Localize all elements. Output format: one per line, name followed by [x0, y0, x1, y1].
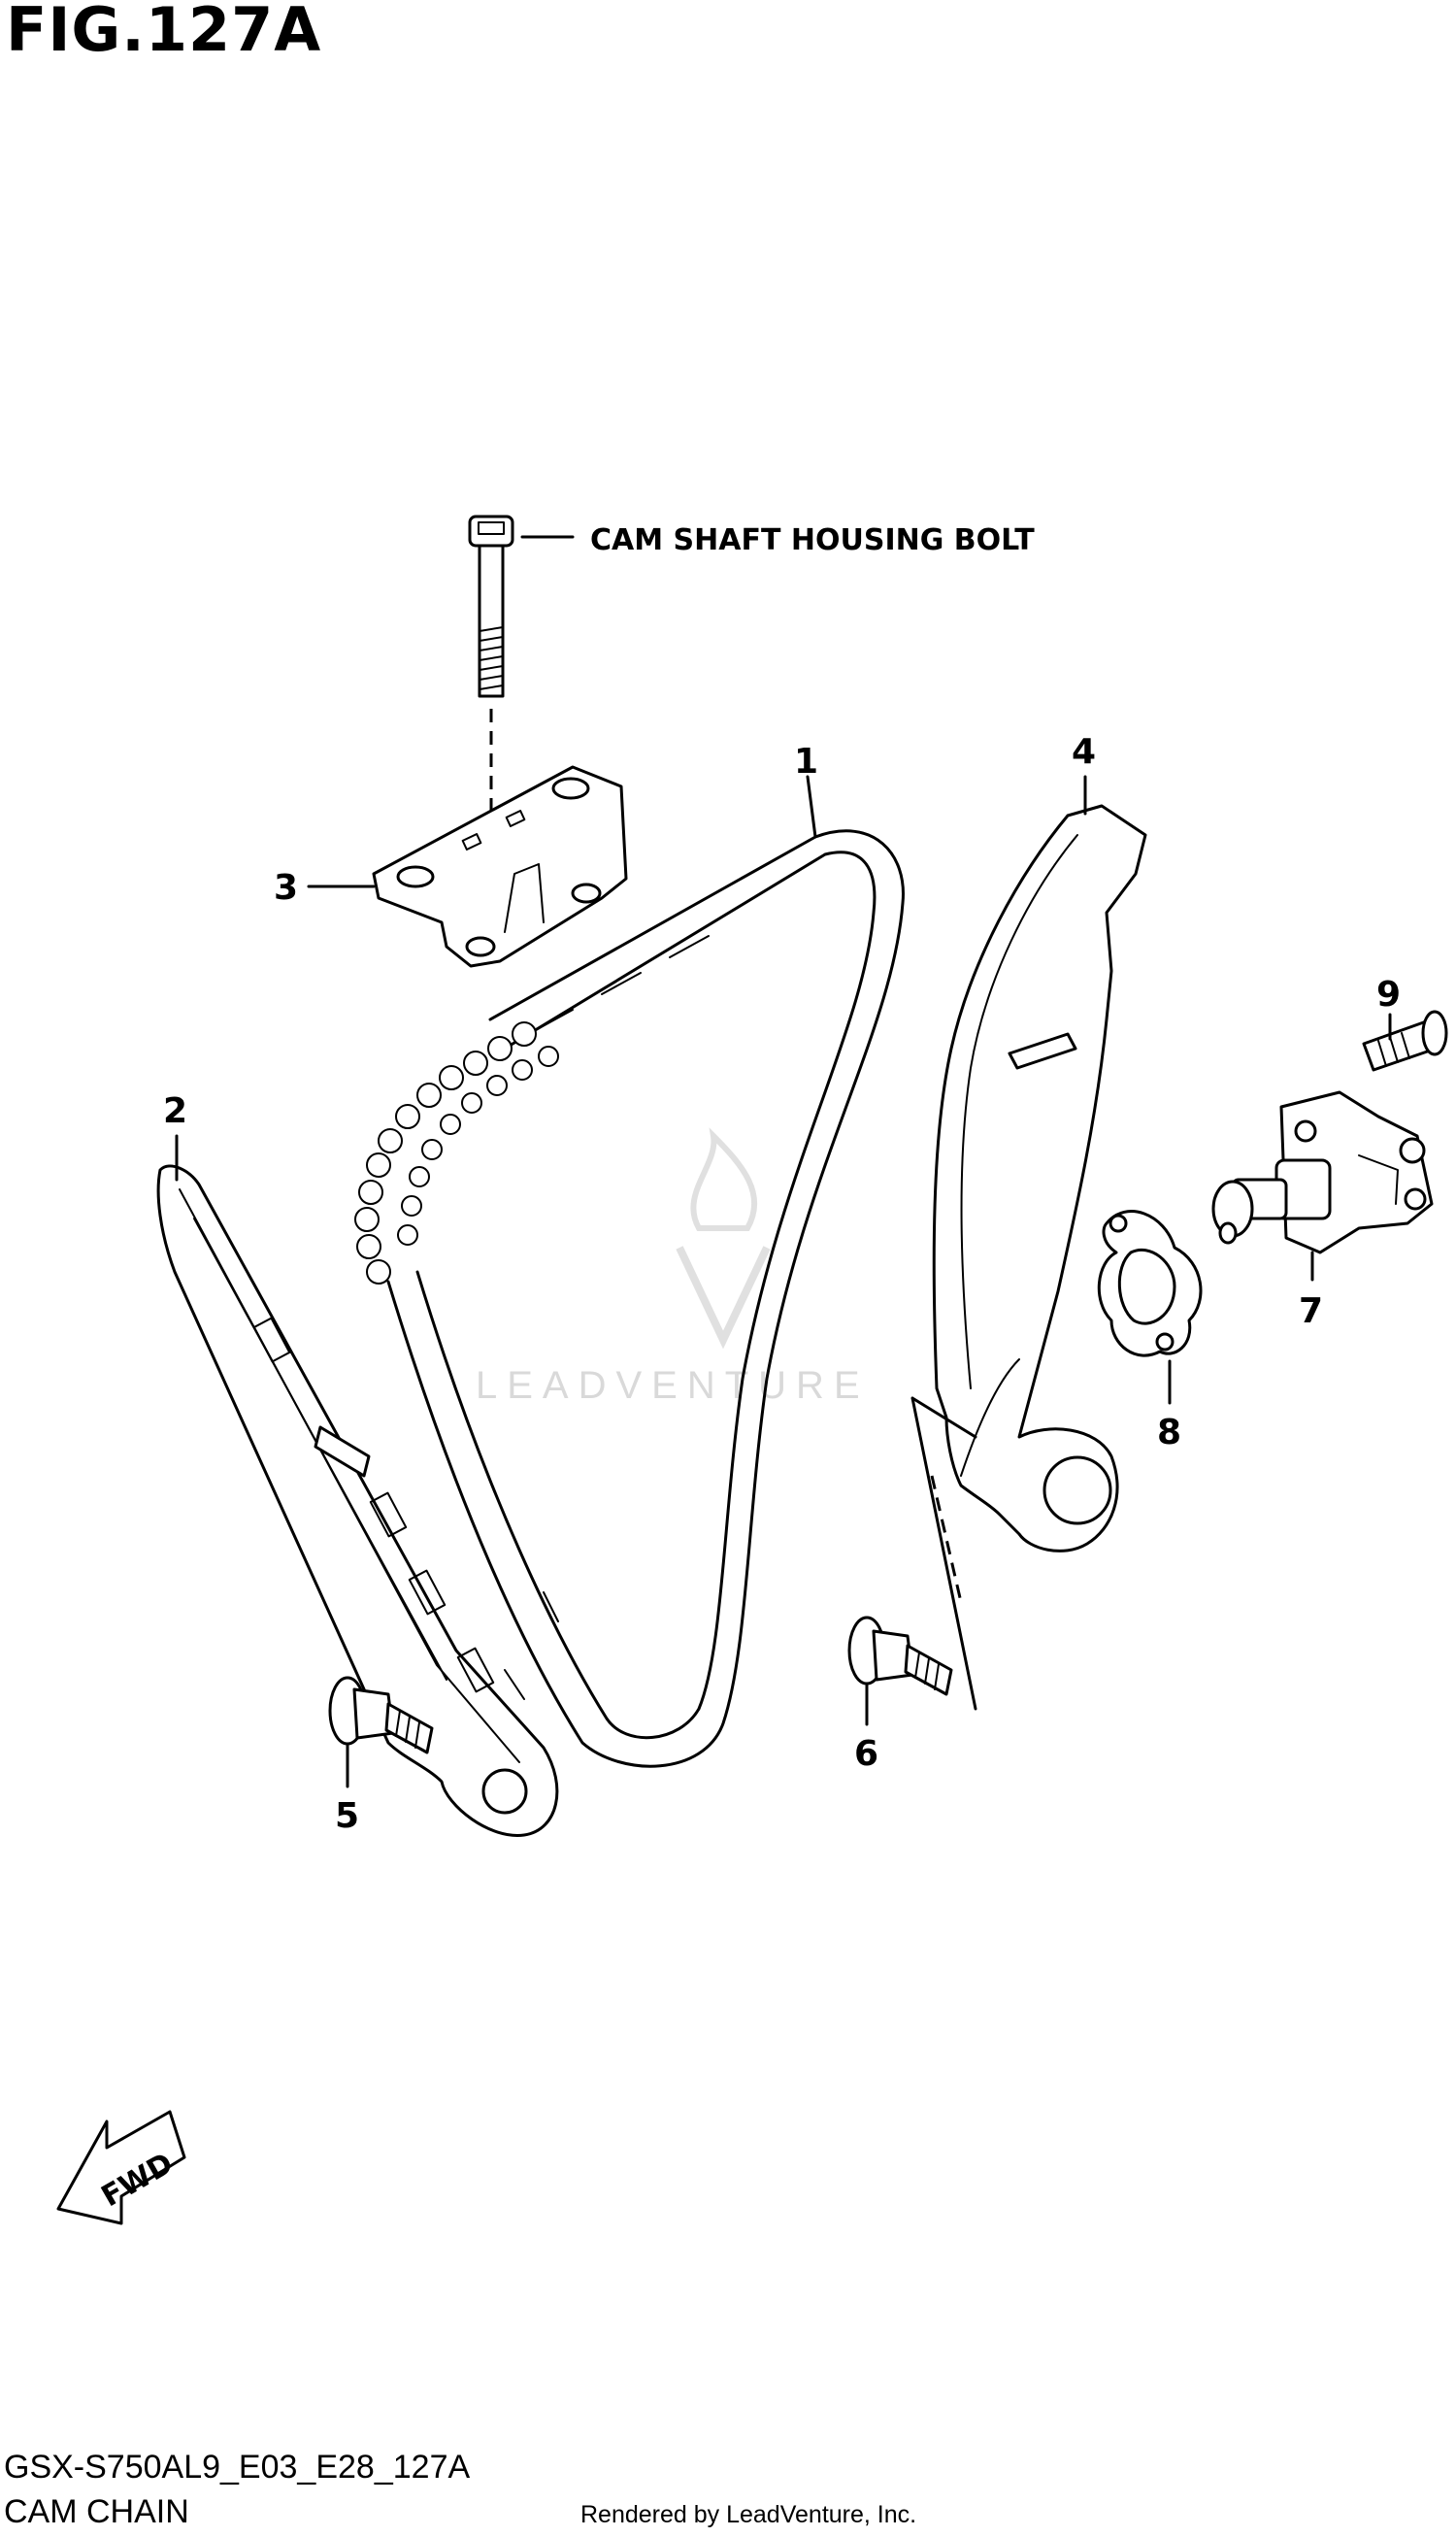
leadventure-watermark: LEADVENTURE	[476, 1127, 870, 1407]
guide-bolt-6[interactable]	[847, 1616, 953, 1696]
tensioner-adjuster-7[interactable]	[1211, 1090, 1434, 1254]
watermark-text: LEADVENTURE	[476, 1364, 870, 1407]
callout-3: 3	[274, 868, 298, 908]
chain-tensioner-guide[interactable]	[932, 804, 1147, 1552]
diagram-name: CAM CHAIN	[4, 2493, 189, 2530]
callout-8: 8	[1157, 1413, 1181, 1452]
cam-shaft-bolt-label: CAM SHAFT HOUSING BOLT	[590, 523, 1035, 557]
callout-5: 5	[335, 1796, 359, 1836]
tensioner-gasket-8[interactable]	[1097, 1210, 1203, 1357]
callout-9: 9	[1376, 975, 1401, 1015]
figure-title: FIG.127A	[6, 0, 322, 65]
tensioner-bolt-9[interactable]	[1362, 1010, 1448, 1072]
callout-2: 2	[163, 1091, 187, 1131]
rear-chain-guide[interactable]	[156, 1164, 559, 1837]
cam-chain[interactable]	[354, 829, 905, 1768]
callout-4: 4	[1072, 732, 1096, 772]
fwd-arrow-icon: FWD	[56, 2110, 186, 2225]
cam-shaft-housing-bolt[interactable]	[468, 515, 514, 698]
callout-1: 1	[794, 742, 818, 782]
upper-chain-guide[interactable]	[372, 765, 628, 968]
callout-6: 6	[854, 1734, 878, 1774]
callout-7: 7	[1299, 1291, 1323, 1331]
diagram-code: GSX-S750AL9_E03_E28_127A	[4, 2449, 471, 2486]
guide-bolt-5[interactable]	[328, 1676, 434, 1754]
credit-text: Rendered by LeadVenture, Inc.	[580, 2501, 917, 2528]
